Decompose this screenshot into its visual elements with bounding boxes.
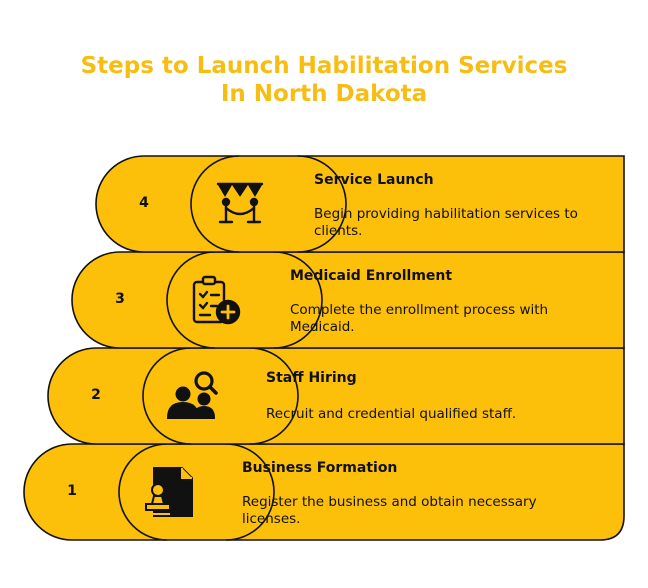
bunting-icon [216, 182, 264, 224]
step-4-number: 4 [139, 195, 149, 211]
diagram-title: Steps to Launch Habilitation Services In… [0, 52, 648, 108]
step-4-description: Begin providing habilitation services to… [314, 206, 578, 239]
step-2-number: 2 [91, 387, 101, 403]
step-3-title: Medicaid Enrollment [290, 268, 453, 284]
clipboard-add-icon [192, 275, 241, 325]
step-1-title: Business Formation [242, 460, 398, 476]
step-4-shape [95, 155, 625, 253]
step-2-title: Staff Hiring [266, 370, 357, 386]
step-3-description: Complete the enrollment process with Med… [290, 302, 549, 335]
step-3-number: 3 [115, 291, 125, 307]
step-1-description: Register the business and obtain necessa… [242, 494, 537, 527]
step-4-title: Service Launch [314, 172, 434, 188]
document-stamp-icon [145, 467, 193, 517]
people-search-icon [166, 371, 218, 419]
title-line-1: Steps to Launch Habilitation Services [80, 53, 568, 79]
step-2-description: Recruit and credential qualified staff. [266, 406, 517, 422]
title-line-2: In North Dakota [220, 81, 428, 107]
step-2-shape [47, 347, 625, 445]
step-1-number: 1 [67, 483, 77, 499]
